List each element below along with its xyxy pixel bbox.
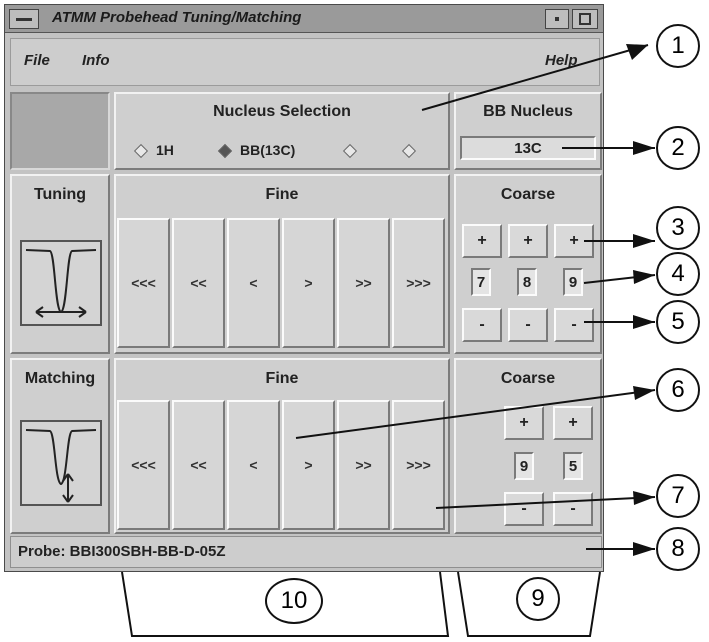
tuning-fine-button[interactable]: >> — [337, 218, 390, 348]
status-bar — [10, 536, 602, 568]
tuning-coarse-minus-button[interactable]: - — [508, 308, 548, 342]
callout-9: 9 — [516, 577, 560, 621]
tuning-fine-button[interactable]: >>> — [392, 218, 445, 348]
nucleus-selection-title: Nucleus Selection — [213, 103, 351, 120]
tuning-fine-button[interactable]: < — [227, 218, 280, 348]
maximize-button[interactable] — [572, 9, 598, 29]
matching-fine-title: Fine — [265, 370, 299, 387]
nucleus-selection-panel — [114, 92, 450, 170]
matching-label: Matching — [24, 370, 96, 387]
callout-4: 4 — [656, 252, 700, 296]
callout-3: 3 — [656, 206, 700, 250]
title-bar — [5, 5, 603, 33]
tuning-coarse-plus-button[interactable]: + — [554, 224, 594, 258]
menu-bar-icon — [16, 18, 32, 21]
tuning-coarse-value: 7 — [471, 268, 491, 296]
radio-bb13c-label: BB(13C) — [240, 142, 296, 158]
matching-fine-button[interactable]: << — [172, 400, 225, 530]
tuning-coarse-minus-button[interactable]: - — [554, 308, 594, 342]
matching-coarse-title: Coarse — [500, 370, 556, 387]
menu-file[interactable]: File — [24, 52, 50, 69]
tuning-fine-button[interactable]: > — [282, 218, 335, 348]
minimize-button[interactable] — [545, 9, 569, 29]
maximize-icon — [579, 13, 591, 25]
matching-coarse-minus-button[interactable]: - — [553, 492, 593, 526]
bb-nucleus-title: BB Nucleus — [483, 103, 573, 120]
tuning-label: Tuning — [33, 186, 87, 203]
tuning-coarse-plus-button[interactable]: + — [508, 224, 548, 258]
matching-coarse-plus-button[interactable]: + — [553, 406, 593, 440]
matching-coarse-value: 5 — [563, 452, 583, 480]
tuning-coarse-title: Coarse — [500, 186, 556, 203]
callout-1: 1 — [656, 24, 700, 68]
probe-status-text: Probe: BBI300SBH-BB-D-05Z — [18, 543, 226, 560]
tuning-curve-icon — [20, 240, 102, 326]
callout-7: 7 — [656, 474, 700, 518]
tuning-coarse-value: 9 — [563, 268, 583, 296]
tuning-fine-button[interactable]: << — [172, 218, 225, 348]
radio-1h-label: 1H — [156, 142, 174, 158]
callout-2: 2 — [656, 126, 700, 170]
window-title: ATMM Probehead Tuning/Matching — [52, 9, 302, 26]
window-menu-button[interactable] — [9, 9, 39, 29]
tuning-coarse-minus-button[interactable]: - — [462, 308, 502, 342]
menu-bar — [10, 38, 600, 86]
empty-panel — [10, 92, 110, 170]
matching-fine-button[interactable]: >> — [337, 400, 390, 530]
menu-info[interactable]: Info — [82, 52, 110, 69]
tuning-fine-title: Fine — [265, 186, 299, 203]
matching-fine-button[interactable]: > — [282, 400, 335, 530]
callout-8: 8 — [656, 527, 700, 571]
callout-10: 10 — [265, 578, 323, 624]
matching-coarse-value: 9 — [514, 452, 534, 480]
callout-5: 5 — [656, 300, 700, 344]
matching-fine-button[interactable]: <<< — [117, 400, 170, 530]
matching-coarse-minus-button[interactable]: - — [504, 492, 544, 526]
tuning-coarse-value: 8 — [517, 268, 537, 296]
tuning-coarse-plus-button[interactable]: + — [462, 224, 502, 258]
minimize-icon — [555, 17, 559, 21]
tuning-fine-button[interactable]: <<< — [117, 218, 170, 348]
callout-6: 6 — [656, 368, 700, 412]
menu-help[interactable]: Help — [545, 52, 578, 69]
matching-fine-button[interactable]: < — [227, 400, 280, 530]
matching-curve-icon — [20, 420, 102, 506]
